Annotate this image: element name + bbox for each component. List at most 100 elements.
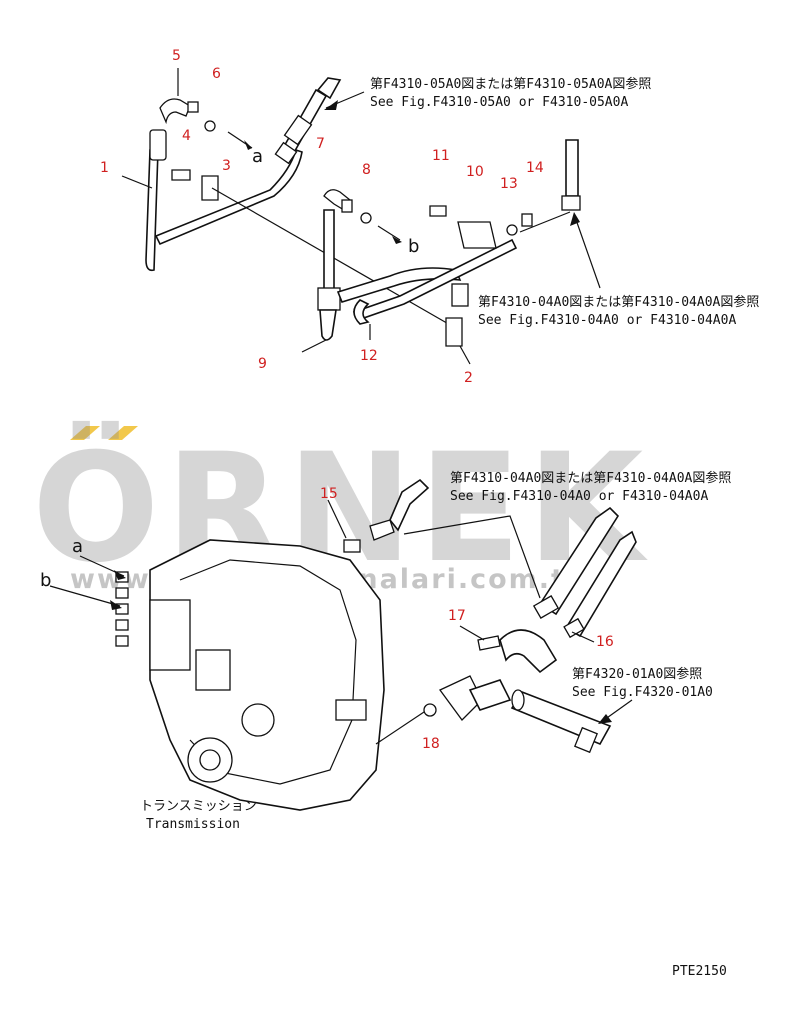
part-13-washer [506, 224, 518, 236]
ref3-leader [403, 515, 541, 599]
part-18-oring [423, 703, 437, 717]
part-8-oring [360, 212, 372, 224]
flange-tube [468, 679, 512, 711]
connector [115, 587, 129, 599]
arrow-b-left-head [110, 600, 122, 610]
part-7-top [316, 77, 342, 100]
leader-15 [327, 499, 347, 539]
part-7-fitting [274, 141, 298, 165]
transmission-assembly [49, 478, 637, 811]
reference-3: 第F4310-04A0図または第F4310-04A0A図参照 See Fig.F… [450, 470, 731, 504]
ref4-arrow [603, 699, 633, 721]
part-number: 6 [212, 66, 221, 82]
ref1-arrow-head [324, 100, 338, 110]
part-number: 16 [596, 634, 614, 650]
leader-1 [121, 175, 153, 189]
part-15-fitting [343, 539, 361, 553]
watermark-accent-left [70, 426, 100, 440]
radiator-pipe-clamp [573, 726, 599, 754]
part-number: 8 [362, 162, 371, 178]
plate [335, 699, 367, 721]
drawing-code: PTE2150 [672, 964, 727, 979]
part-number: 10 [466, 164, 484, 180]
part-16-hose-a [538, 506, 620, 616]
part-number: 4 [182, 128, 191, 144]
part-11-bolt [429, 205, 447, 217]
ref2-arrow [573, 213, 601, 289]
arrow-b-head [392, 236, 402, 244]
arrow-a-left-head [114, 570, 126, 580]
housing-detail-1 [179, 559, 357, 785]
connection-label-b-left: b [40, 570, 51, 591]
part-4-bolt [171, 169, 191, 181]
part-number: 5 [172, 48, 181, 64]
part-number: 3 [222, 158, 231, 174]
reference-2: 第F4310-04A0図または第F4310-04A0A図参照 See Fig.F… [478, 294, 759, 328]
control-valve [195, 649, 231, 691]
part-9-pipe [323, 209, 335, 291]
connector [115, 635, 129, 647]
part-number: 14 [526, 160, 544, 176]
leader-17 [459, 625, 485, 641]
reference-jp: 第F4320-01A0図参照 [572, 666, 702, 682]
part-number: 2 [464, 370, 473, 386]
lower-pipe [352, 238, 518, 321]
part-3-clip [201, 175, 219, 201]
part-16-elbow [499, 629, 558, 674]
part-5-end [187, 101, 199, 113]
leader-18 [375, 711, 425, 745]
reference-jp: 第F4310-04A0図または第F4310-04A0A図参照 [478, 294, 759, 310]
ref2-arrow-head [570, 212, 580, 226]
reference-en: See Fig.F4310-04A0 or F4310-04A0A [450, 489, 708, 504]
part-16-clamp-a [532, 595, 560, 619]
part-6-oring [204, 120, 216, 132]
leader-16 [571, 631, 595, 643]
reference-en: See Fig.F4310-04A0 or F4310-04A0A [478, 313, 736, 328]
pump-cover [241, 703, 275, 737]
part-9-end [341, 199, 353, 213]
reference-4: 第F4320-01A0図参照 See Fig.F4320-01A0 [572, 666, 713, 700]
leader-9 [301, 339, 327, 353]
part-16-clamp-b [563, 617, 585, 639]
arrow-b-line [377, 225, 401, 241]
part-4-fitting [149, 129, 167, 161]
arrow-b-left [49, 585, 121, 607]
part-number: 7 [316, 136, 325, 152]
watermark-accent-right [108, 426, 138, 440]
part-10-bracket [457, 221, 497, 249]
radiator-pipe-end [511, 689, 525, 711]
output-hub [199, 749, 221, 771]
ref4-arrow-head [598, 714, 612, 724]
part-number: 9 [258, 356, 267, 372]
part-7-nut [283, 114, 313, 146]
transmission-label-en: Transmission [146, 817, 240, 832]
part-9-nut [317, 287, 341, 311]
part-number: 15 [320, 486, 338, 502]
transmission-label-jp: トランスミッション [140, 799, 257, 814]
part-number: 1 [100, 160, 109, 176]
part-9-cross-pipe [336, 267, 462, 303]
part-number-labels-bottom: 15 17 16 18 [320, 486, 614, 752]
connection-label-a-left: a [72, 536, 83, 557]
reference-1: 第F4310-05A0図または第F4310-05A0A図参照 See Fig.F… [370, 76, 651, 110]
valve-block [149, 599, 191, 671]
part-number: 13 [500, 176, 518, 192]
reference-jp: 第F4310-04A0図または第F4310-04A0A図参照 [450, 470, 731, 486]
part-number: 17 [448, 608, 466, 624]
reference-en: See Fig.F4320-01A0 [572, 685, 713, 700]
upper-hose-assembly [121, 68, 601, 365]
part-1-pipe [145, 149, 159, 272]
part-number: 18 [422, 736, 440, 752]
reference-en: See Fig.F4310-05A0 or F4310-05A0A [370, 95, 628, 110]
part-number: 11 [432, 148, 450, 164]
connector [115, 619, 129, 631]
part-15-hose-end [369, 519, 395, 541]
part-15-hose [389, 478, 430, 532]
pipe-link [519, 211, 571, 233]
part-2-clip [445, 317, 463, 347]
transmission-housing [149, 539, 385, 811]
part-14-hose [565, 139, 579, 197]
part-5-elbow [159, 98, 191, 125]
leader-2 [459, 345, 471, 365]
